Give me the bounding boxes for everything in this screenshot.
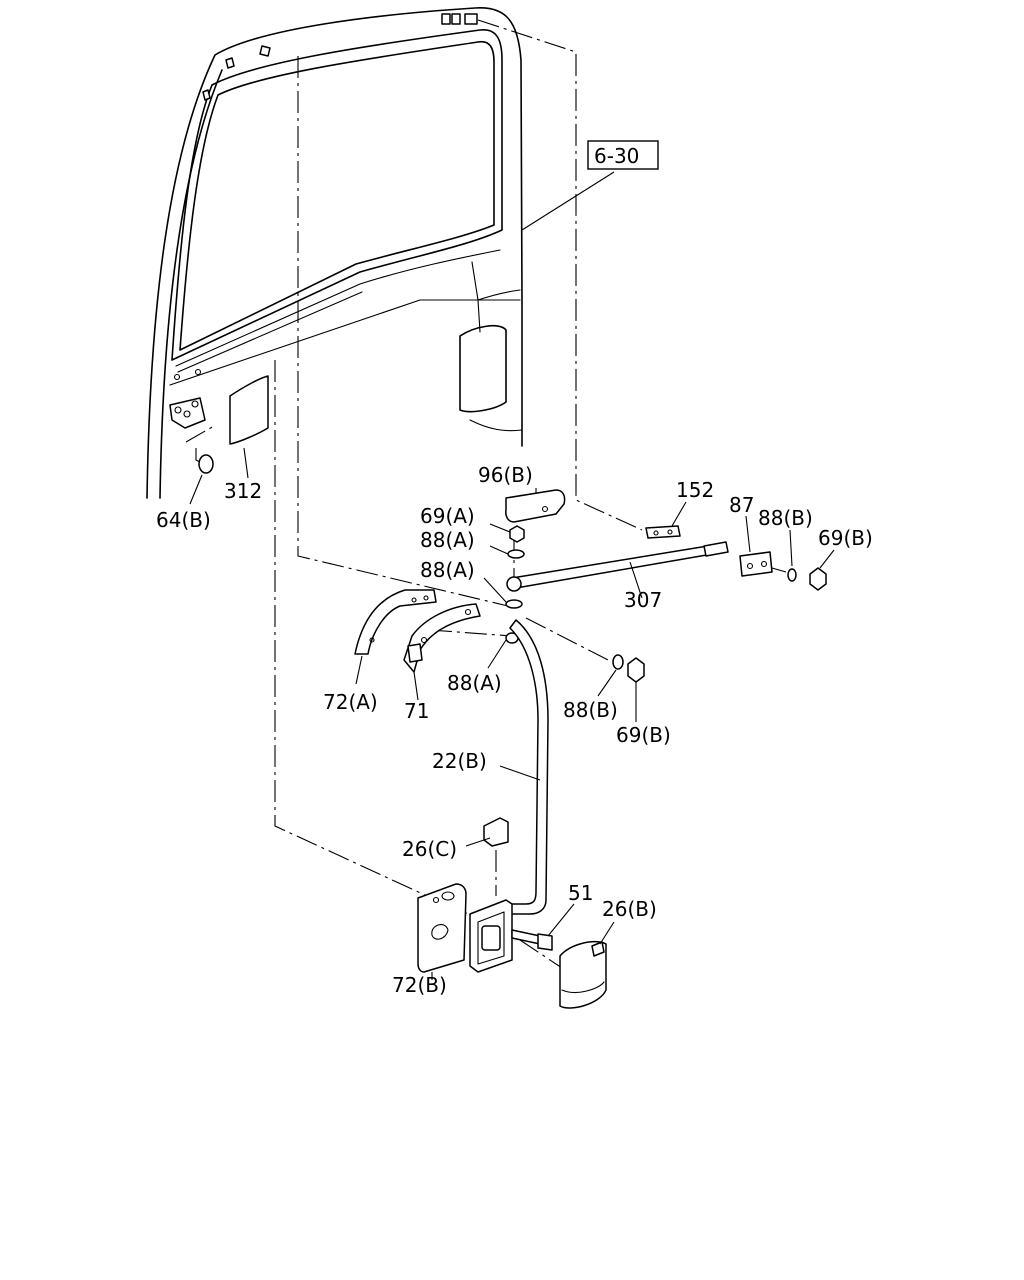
part-labels: 6-30 312 64(B) 96(B) 152 87 88(B) 69(B) … <box>156 140 873 997</box>
label-69a[interactable]: 69(A) <box>420 504 475 528</box>
label-312[interactable]: 312 <box>224 479 262 503</box>
label-6-30[interactable]: 6-30 <box>594 144 639 168</box>
ref-box <box>587 140 659 170</box>
label-51[interactable]: 51 <box>568 881 593 905</box>
leader-lines <box>189 171 835 980</box>
label-88b-mid[interactable]: 88(B) <box>563 698 618 722</box>
label-87[interactable]: 87 <box>729 493 754 517</box>
label-64b[interactable]: 64(B) <box>156 508 211 532</box>
label-69b-mid[interactable]: 69(B) <box>616 723 671 747</box>
label-26c[interactable]: 26(C) <box>402 837 457 861</box>
label-88a-1[interactable]: 88(A) <box>420 528 475 552</box>
label-72b[interactable]: 72(B) <box>392 973 447 997</box>
label-307[interactable]: 307 <box>624 588 662 612</box>
label-88a-2[interactable]: 88(A) <box>420 558 475 582</box>
label-88b-top[interactable]: 88(B) <box>758 506 813 530</box>
label-71[interactable]: 71 <box>404 699 429 723</box>
label-96b[interactable]: 96(B) <box>478 463 533 487</box>
label-26b[interactable]: 26(B) <box>602 897 657 921</box>
door-panel <box>146 7 523 499</box>
label-69b-top[interactable]: 69(B) <box>818 526 873 550</box>
assembly-lines <box>274 19 643 969</box>
label-152[interactable]: 152 <box>676 478 714 502</box>
parts <box>354 489 827 1009</box>
label-22b[interactable]: 22(B) <box>432 749 487 773</box>
label-72a[interactable]: 72(A) <box>323 690 378 714</box>
label-88a-3[interactable]: 88(A) <box>447 671 502 695</box>
